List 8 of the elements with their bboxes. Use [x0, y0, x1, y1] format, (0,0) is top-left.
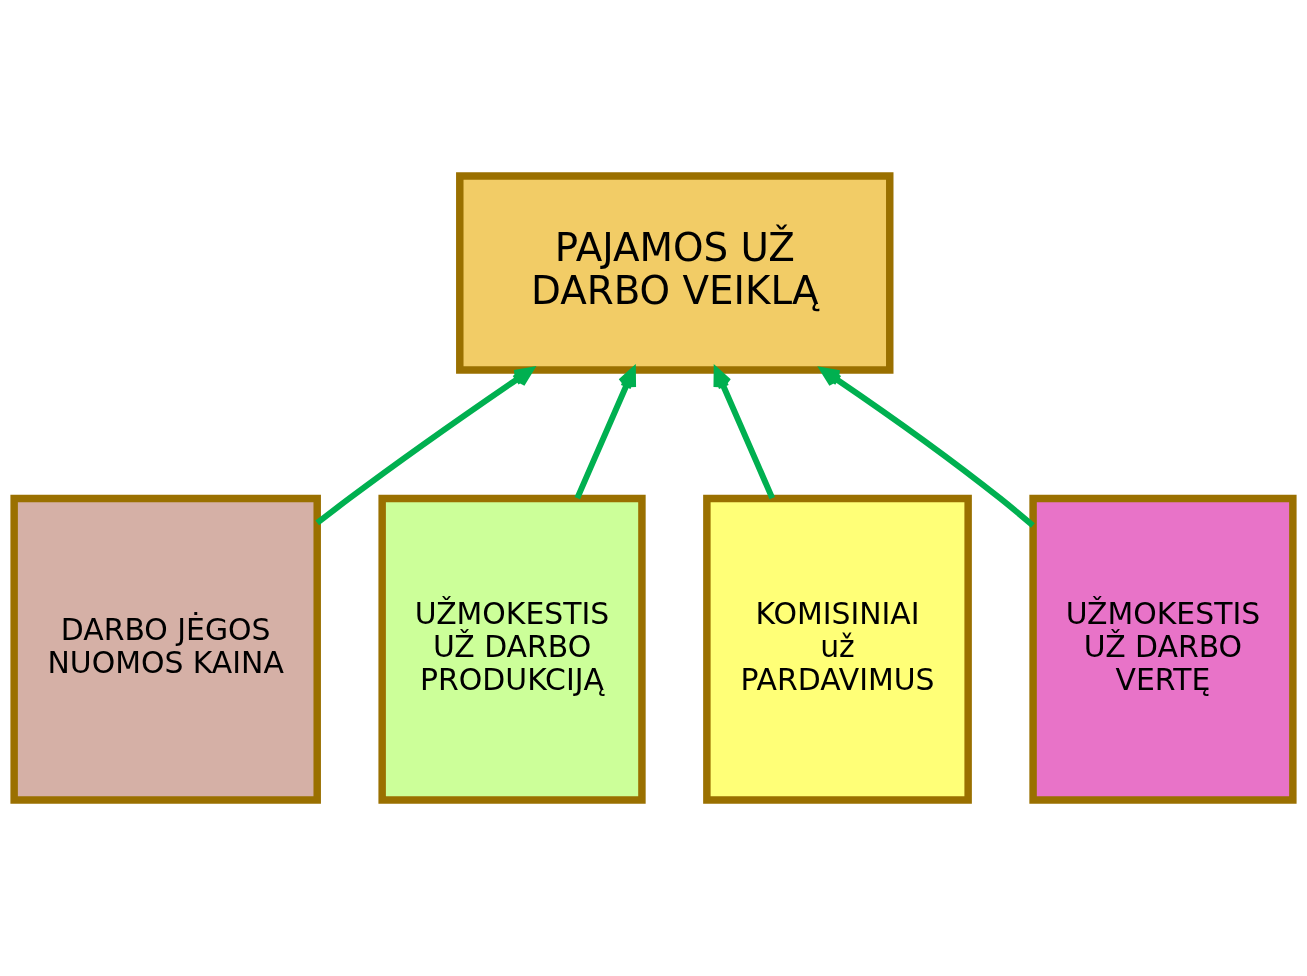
node-box: UŽMOKESTIS UŽ DARBO PRODUKCIJĄ	[378, 494, 646, 804]
node-box: UŽMOKESTIS UŽ DARBO VERTĘ	[1029, 494, 1297, 804]
arrow	[574, 367, 637, 500]
node-box: DARBO JĖGOS NUOMOS KAINA	[10, 494, 321, 804]
arrow	[820, 367, 1035, 528]
arrow	[315, 367, 534, 526]
node-box: KOMISINIAI už PARDAVIMUS	[703, 494, 972, 804]
node-box: PAJAMOS UŽ DARBO VEIKLĄ	[456, 172, 894, 374]
